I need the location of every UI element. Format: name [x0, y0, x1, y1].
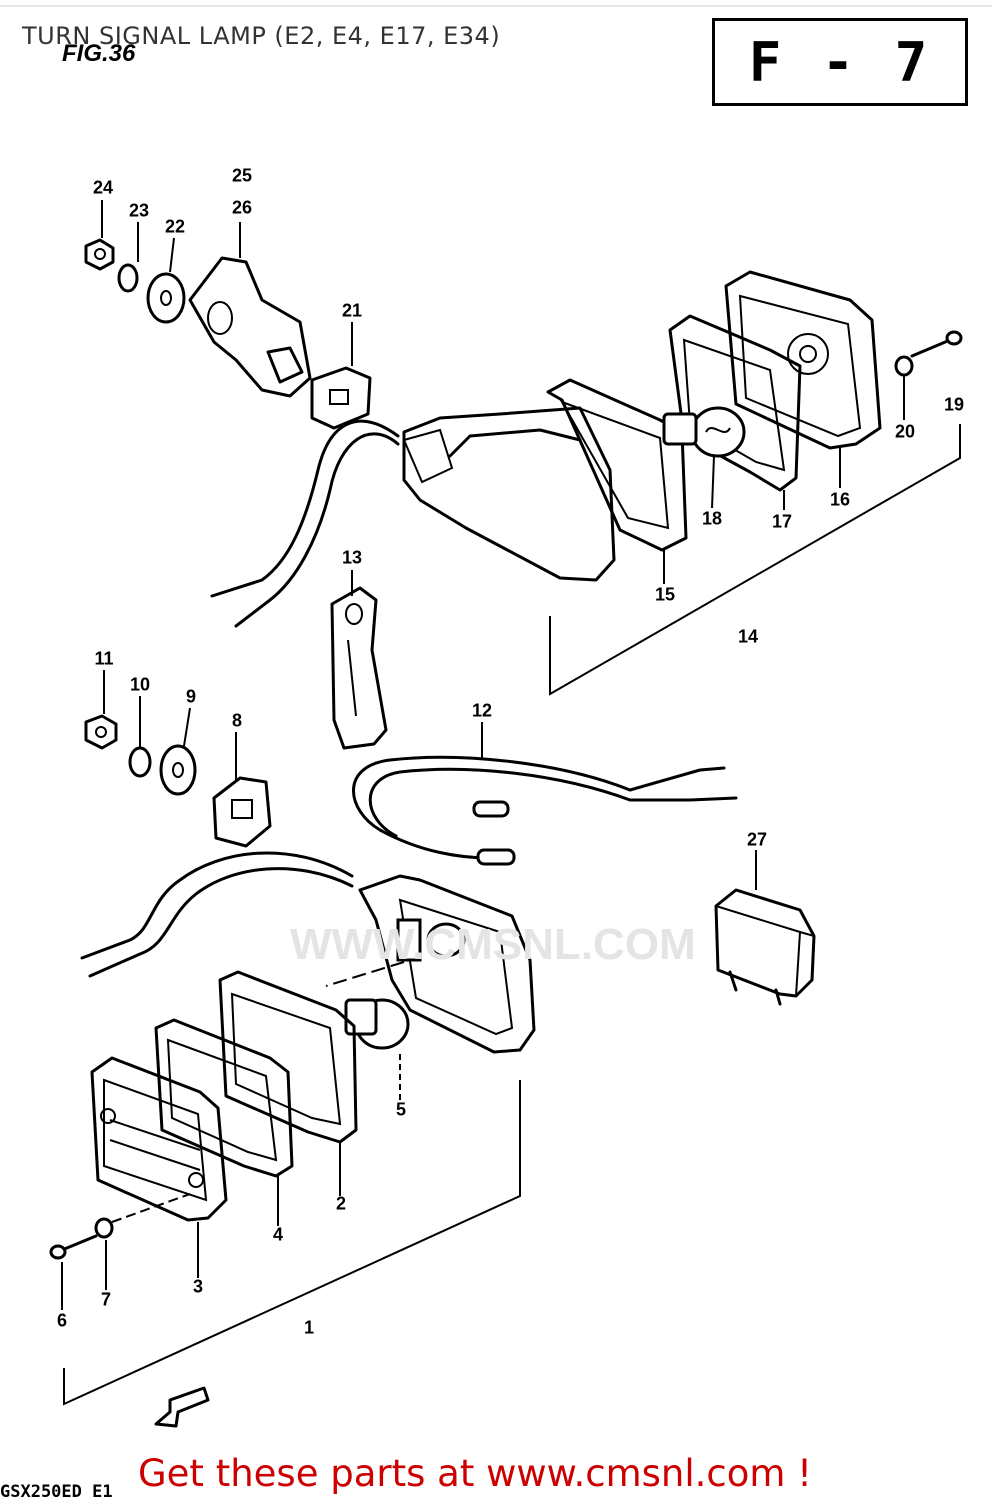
part-18-bulb	[662, 406, 746, 458]
part-label-20: 20	[894, 421, 916, 442]
part-label-18: 18	[701, 508, 723, 529]
part-label-8: 8	[231, 710, 243, 731]
part-label-19: 19	[943, 394, 965, 415]
section-code-box: F - 7	[712, 18, 968, 106]
part-label-14: 14	[737, 626, 759, 647]
front-direction-arrow	[154, 1386, 210, 1428]
part-label-5: 5	[395, 1099, 407, 1120]
watermark-text: WWW.CMSNL.COM	[290, 920, 696, 969]
part-2-gasket	[218, 970, 358, 1144]
part-label-17: 17	[771, 511, 793, 532]
part-label-23: 23	[128, 200, 150, 221]
part-label-24: 24	[92, 177, 114, 198]
part-19-screw	[910, 330, 963, 358]
part-label-9: 9	[185, 686, 197, 707]
part-9-washer	[159, 744, 197, 796]
part-1-lamp-housing	[358, 874, 536, 1054]
part-3-lens	[90, 1056, 228, 1222]
part-label-6: 6	[56, 1310, 68, 1331]
part-label-1: 1	[303, 1317, 315, 1338]
figure-number: FIG.36	[62, 40, 136, 67]
part-8-grommet	[212, 776, 272, 848]
part-label-21: 21	[341, 300, 363, 321]
leader-lines	[61, 200, 961, 1406]
promo-link[interactable]: Get these parts at www.cmsnl.com !	[138, 1452, 813, 1495]
model-code: GSX250ED E1	[0, 1482, 113, 1502]
part-24-nut	[84, 238, 115, 271]
part-13-bracket-strip	[330, 586, 388, 750]
part-20-washer	[894, 355, 914, 377]
part-label-13: 13	[341, 547, 363, 568]
part-label-4: 4	[272, 1224, 284, 1245]
part-27-relay	[714, 888, 816, 1006]
diagram-title: TURN SIGNAL LAMP (E2, E4, E17, E34)	[22, 22, 501, 50]
part-label-27: 27	[746, 829, 768, 850]
part-7-washer	[94, 1217, 114, 1239]
part-label-15: 15	[654, 584, 676, 605]
part-label-12: 12	[471, 700, 493, 721]
part-label-7: 7	[100, 1289, 112, 1310]
part-label-3: 3	[192, 1276, 204, 1297]
part-label-2: 2	[335, 1193, 347, 1214]
part-label-10: 10	[129, 674, 151, 695]
part-10-lock-washer	[128, 746, 152, 778]
upper-lamp-wiring	[210, 419, 400, 628]
part-label-26: 26	[231, 197, 253, 218]
part-label-16: 16	[829, 489, 851, 510]
part-21-grommet	[310, 366, 372, 430]
part-11-nut	[84, 714, 118, 750]
part-16-lens	[724, 270, 882, 450]
part-23-lock-washer	[117, 263, 139, 293]
part-25-26-bracket	[188, 256, 312, 398]
part-14-lamp-housing	[402, 406, 616, 582]
part-label-11: 11	[94, 648, 114, 669]
part-15-gasket	[546, 378, 688, 552]
part-12-wiring-harness	[352, 755, 738, 866]
part-label-25: 25	[231, 165, 253, 186]
part-6-screw	[49, 1234, 98, 1260]
lower-lamp-wiring	[80, 851, 354, 978]
part-label-22: 22	[164, 216, 186, 237]
part-22-washer	[146, 272, 186, 324]
